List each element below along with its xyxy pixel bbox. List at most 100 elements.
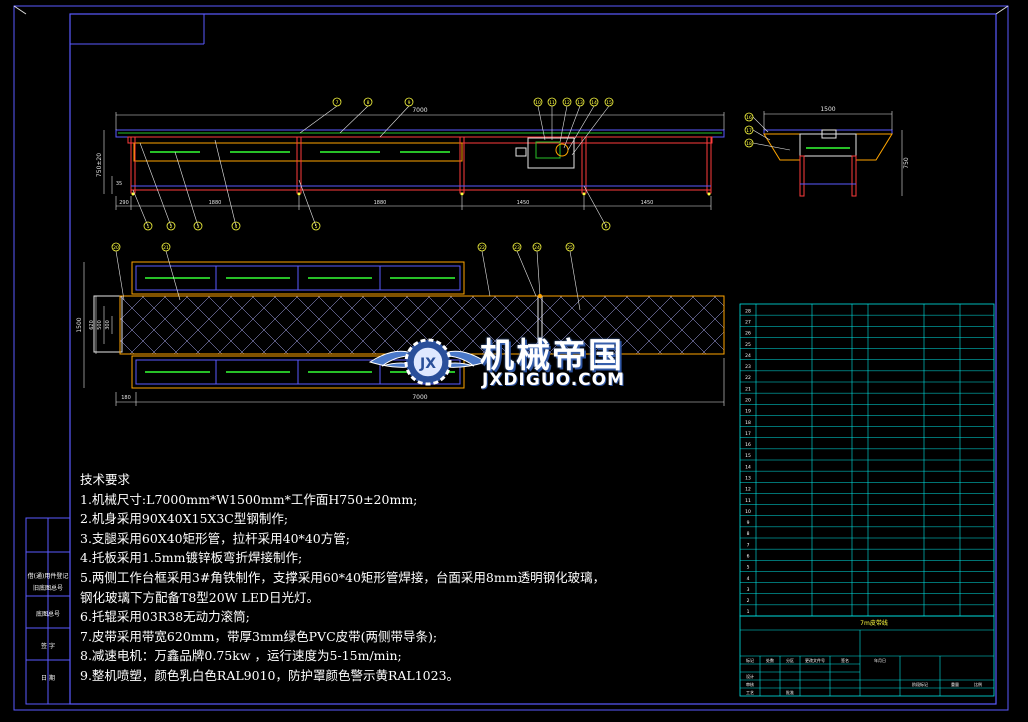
parts-row-number: 21 xyxy=(745,386,751,392)
notes-item: 8.减速电机：万鑫品牌0.75kw ，运行速度为5-15m/min; xyxy=(80,648,402,664)
margin-stamp-label: 底图总号 xyxy=(36,610,60,618)
parts-row-number: 15 xyxy=(745,453,751,459)
title-block-label: 处数 xyxy=(766,657,774,663)
parts-row-number: 16 xyxy=(745,442,751,448)
notes-item: 9.整机喷塑，颜色乳白色RAL9010，防护罩颜色警示黄RAL1023。 xyxy=(80,667,460,683)
sheet-border xyxy=(13,5,1009,711)
dim-plan-overall: 7000 xyxy=(412,394,427,401)
front-balloon-circles xyxy=(143,97,614,231)
parts-row-number: 5 xyxy=(747,565,750,571)
dim-plan-inner: 620 xyxy=(89,320,95,330)
parts-row-number: 12 xyxy=(745,487,751,493)
balloon-number: 16 xyxy=(746,115,752,121)
margin-stamp-label: 签 字 xyxy=(41,642,55,650)
front-balloons xyxy=(132,105,610,227)
margin-stamp-label: 旧底图总号 xyxy=(33,584,63,592)
watermark: JX 机械帝国 JXDIGUO.COM xyxy=(368,326,668,400)
dim-side-width: 1500 xyxy=(820,106,835,113)
dim-front-bottom: 1450 xyxy=(517,200,530,206)
notes-item: 7.皮带采用带宽620mm，带厚3mm绿色PVC皮带(两侧带导条); xyxy=(80,628,438,644)
title-block-label: 设计 xyxy=(746,673,754,679)
balloon-number: 15 xyxy=(606,100,612,106)
margin-stamp-label: 借(通)用件登记 xyxy=(28,572,69,580)
balloon-number: 25 xyxy=(567,245,573,251)
dim-plan-width: 1500 xyxy=(76,317,83,332)
notes-item: 6.托辊采用03R38无动力滚筒; xyxy=(80,609,250,625)
notes-item: 3.支腿采用60X40矩形管，拉杆采用40*40方管; xyxy=(80,530,350,546)
notes-item: 4.托板采用1.5mm镀锌板弯折焊接制作; xyxy=(80,550,303,566)
balloon-number: 5 xyxy=(315,224,318,230)
parts-row-number: 13 xyxy=(745,476,751,482)
title-block-label: 工艺 xyxy=(746,690,754,695)
parts-row-number: 6 xyxy=(747,554,750,560)
parts-row-number: 27 xyxy=(745,320,751,326)
notes-item: 5.两侧工作台框采用3#角铁制作，支撑采用60*40矩形管焊接，台面采用8mm透… xyxy=(80,569,606,585)
watermark-site: JXDIGUO.COM xyxy=(482,370,626,390)
balloon-number: 1 xyxy=(147,224,150,230)
parts-row-number: 4 xyxy=(747,576,750,582)
title-block-label: 审核 xyxy=(746,681,754,687)
balloon-number: 18 xyxy=(746,141,752,147)
parts-row-number: 18 xyxy=(745,420,751,426)
dim-front-bottom: 1880 xyxy=(209,200,222,206)
parts-row-number: 3 xyxy=(747,587,750,593)
parts-row-number: 26 xyxy=(745,331,751,337)
dim-front-bottom: 290 xyxy=(119,200,129,206)
balloon-number: 24 xyxy=(534,245,540,251)
drawing-title: 7m皮带线 xyxy=(860,619,888,627)
balloon-number: 4 xyxy=(235,224,238,230)
dim-plan-inner: 300 xyxy=(105,320,111,330)
balloon-number: 13 xyxy=(577,100,583,106)
watermark-name: 机械帝国 xyxy=(480,336,624,376)
dim-plan-left: 180 xyxy=(121,395,131,401)
gear-wings-logo-icon: JX xyxy=(368,338,488,386)
parts-row-number: 24 xyxy=(745,353,751,359)
parts-row-number: 14 xyxy=(745,464,751,470)
balloon-number: 7 xyxy=(336,100,339,106)
title-block-label: 阶段标记 xyxy=(912,681,928,687)
title-block-label: 签名 xyxy=(841,657,849,663)
parts-row-number: 19 xyxy=(745,409,751,415)
logo-letters: JX xyxy=(419,356,436,372)
notes-title: 技术要求 xyxy=(80,472,131,487)
balloon-number: 22 xyxy=(479,245,485,251)
notes-item: 2.机身采用90X40X15X3C型钢制作; xyxy=(80,511,289,527)
dim-front-bottom: 1450 xyxy=(641,200,654,206)
parts-row-number: 2 xyxy=(747,598,750,604)
title-block-label: 更改文件号 xyxy=(805,657,825,663)
technical-requirements: 技术要求 1.机械尺寸:L7000mm*W1500mm*工作面H750±20mm… xyxy=(80,470,720,686)
parts-row-number: 28 xyxy=(745,308,751,314)
title-block-label: 批准 xyxy=(786,689,794,695)
balloon-number: 8 xyxy=(367,100,370,106)
balloon-number: 21 xyxy=(163,245,169,251)
parts-row-number: 25 xyxy=(745,342,751,348)
title-block-label: 分区 xyxy=(786,657,794,663)
balloon-number: 11 xyxy=(549,100,555,106)
balloon-number: 20 xyxy=(113,245,119,251)
parts-row-number: 1 xyxy=(747,609,750,615)
parts-row-number: 23 xyxy=(745,364,751,370)
balloon-number: 2 xyxy=(170,224,173,230)
parts-row-number: 10 xyxy=(745,509,751,515)
title-block-label: 年月日 xyxy=(874,657,886,663)
balloon-number: 3 xyxy=(197,224,200,230)
balloon-number: 23 xyxy=(514,245,520,251)
margin-stamp-label: 日 期 xyxy=(41,674,55,682)
parts-row-number: 17 xyxy=(745,431,751,437)
dim-front-overall: 7000 xyxy=(412,107,427,114)
parts-row-number: 8 xyxy=(747,531,750,537)
notes-item: 1.机械尺寸:L7000mm*W1500mm*工作面H750±20mm; xyxy=(80,491,418,507)
balloon-number: 10 xyxy=(535,100,541,106)
balloon-number: 9 xyxy=(408,100,411,106)
dim-front-small: 35 xyxy=(116,181,122,187)
parts-list-table: 2827262524232221201918171615141312111098… xyxy=(739,303,995,617)
title-block-label: 重量 xyxy=(951,681,959,687)
balloon-number: 17 xyxy=(746,128,752,134)
title-block-label: 比例 xyxy=(974,681,982,687)
title-block: 7m皮带线 标记 处数 分区 更改文件号 签名 年月日 设计 审核 工艺 批准 … xyxy=(739,615,995,697)
parts-row-number: 11 xyxy=(745,498,751,504)
balloon-number: 12 xyxy=(564,100,570,106)
parts-row-number: 20 xyxy=(745,398,751,404)
parts-row-number: 7 xyxy=(747,542,750,548)
